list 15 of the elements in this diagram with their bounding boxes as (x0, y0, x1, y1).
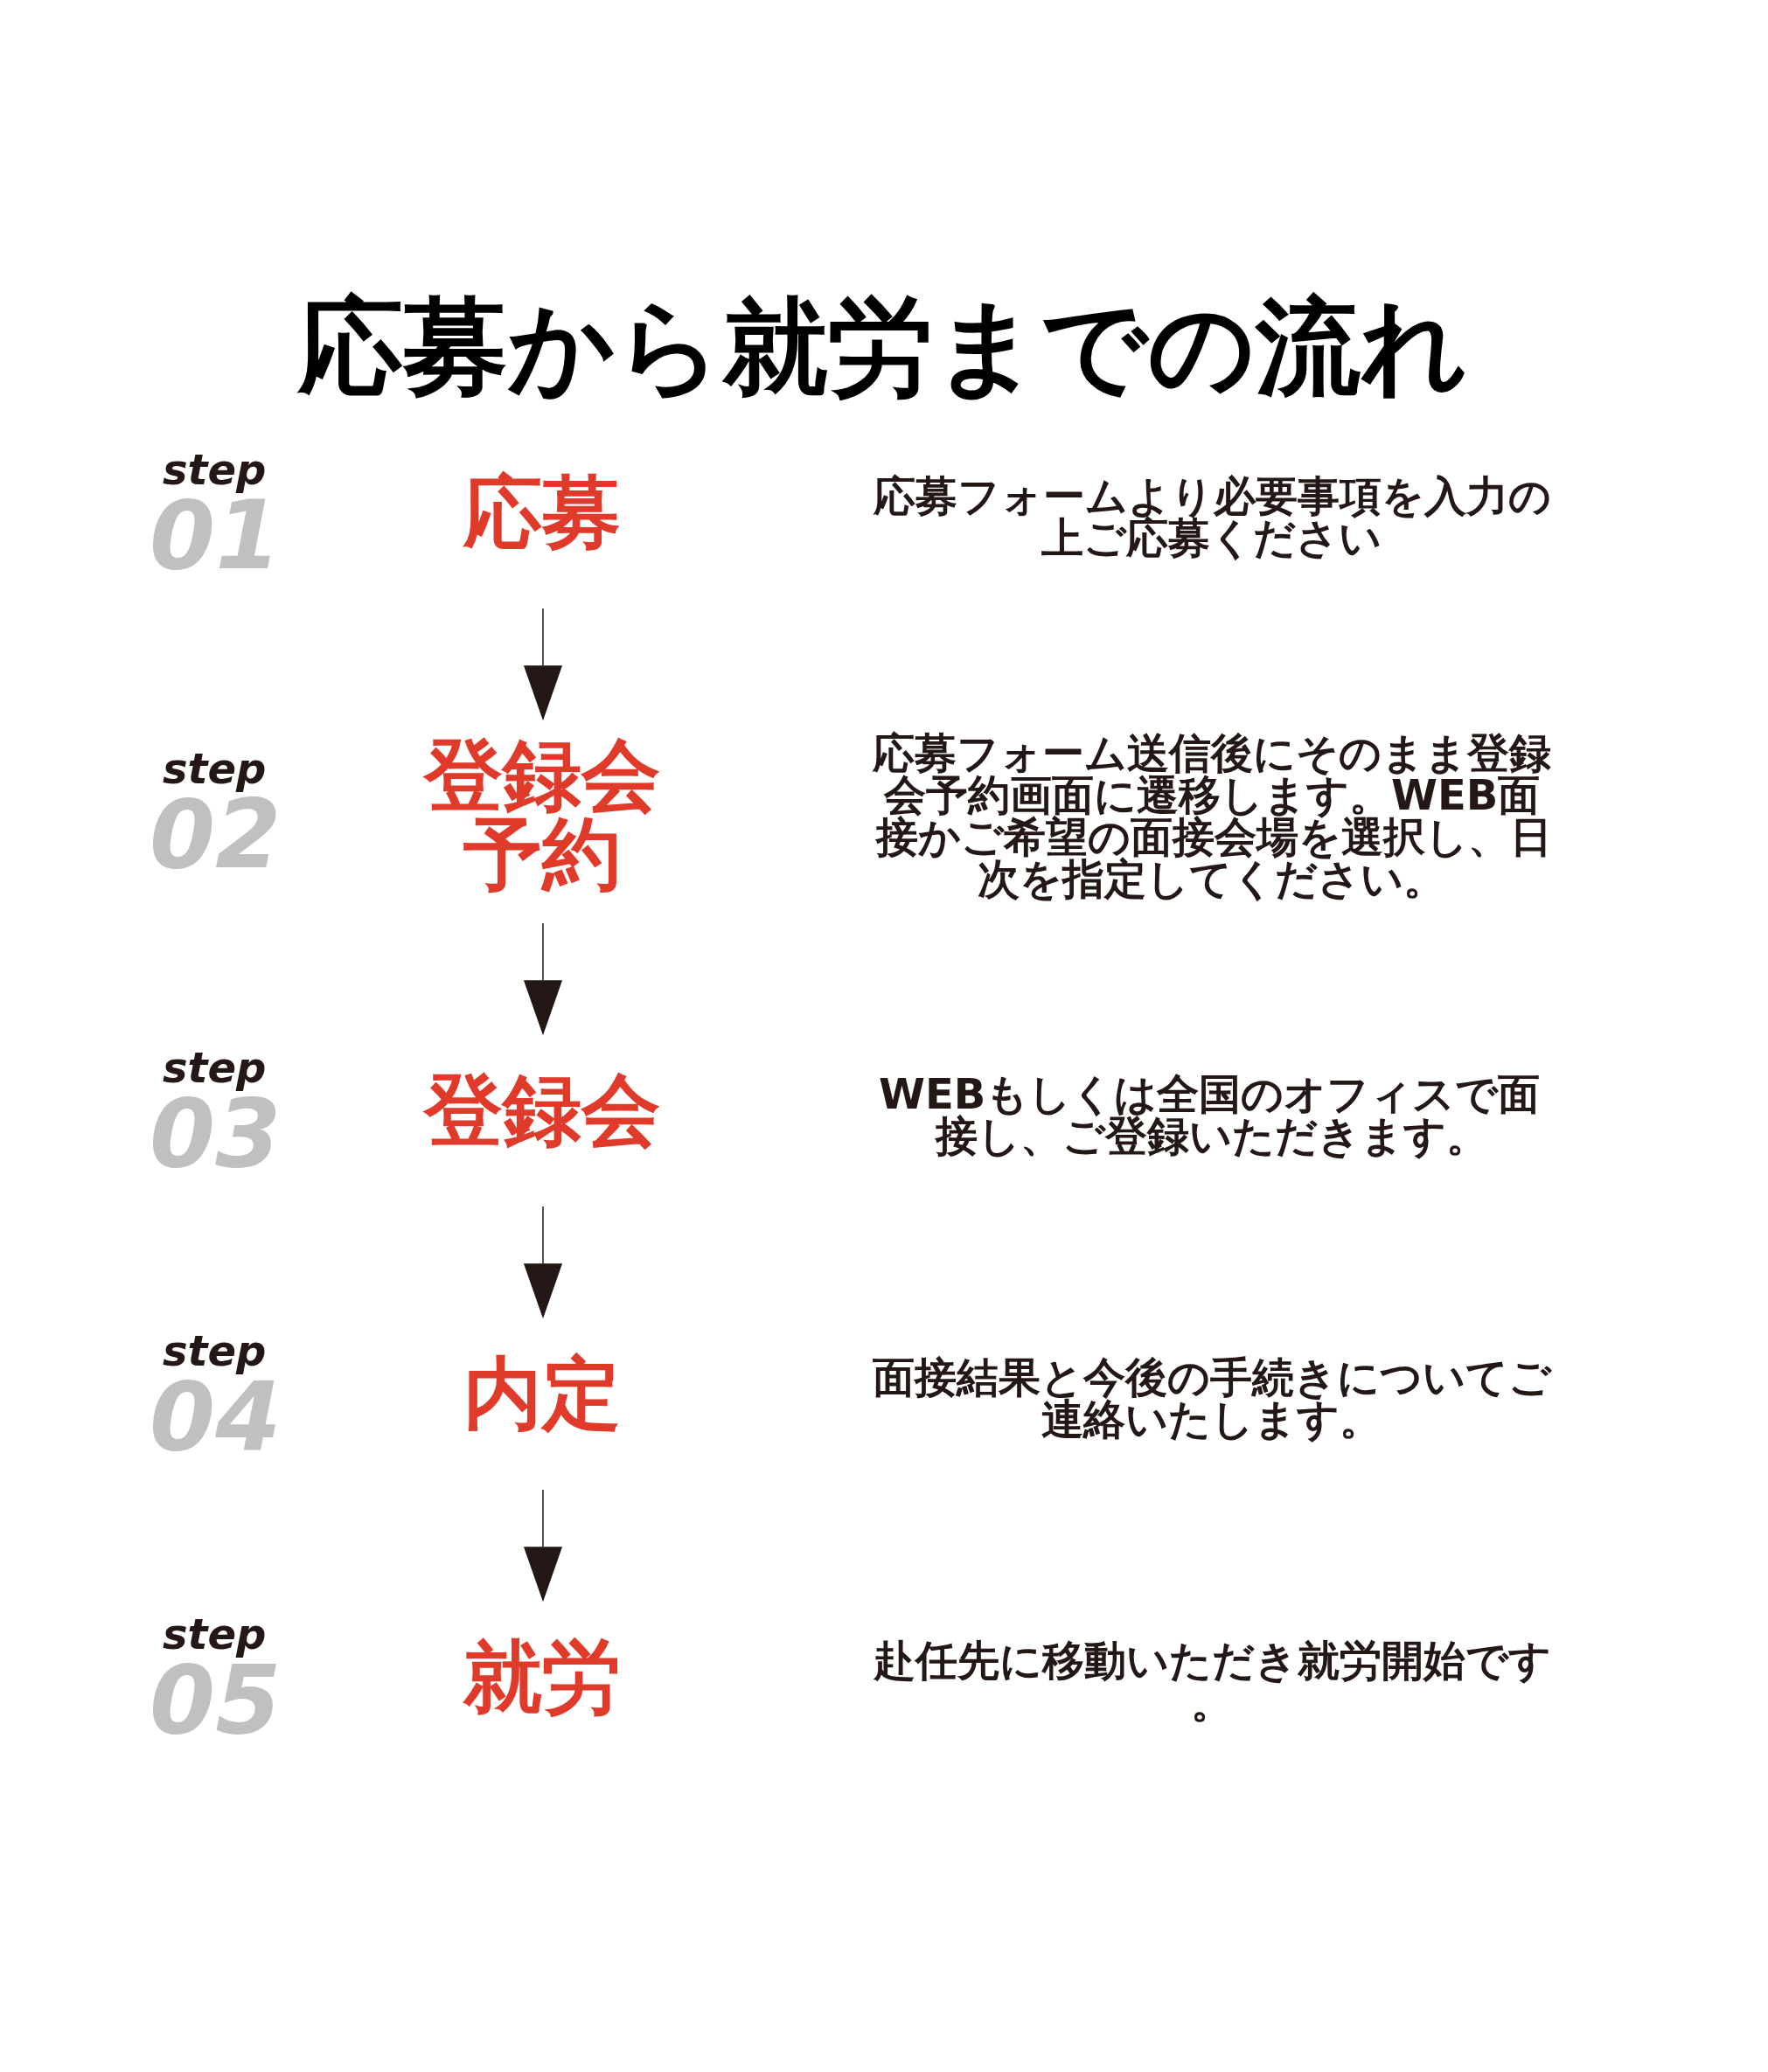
node-label: 面接結果と今後の手続きについてご連絡いたします。 (872, 1352, 1551, 1444)
node-label: WEBもしくは全国のオフィスで面接し、ご登録いただきます。 (879, 1069, 1541, 1161)
arrow (523, 1206, 563, 1319)
node-label: 赴任先に移動いただき就労開始です。 (874, 1636, 1551, 1728)
arrow (523, 608, 563, 721)
arrow (523, 922, 563, 1036)
node-text: 登録会 (423, 1063, 660, 1156)
node-text: 就労 (463, 1630, 621, 1722)
diagram-title: 応募から就労までの流れ (297, 286, 1468, 407)
node-text: 応募 (463, 465, 621, 558)
node-text: 登録会予約 (423, 729, 660, 900)
node-label: 応募フォーム送信後にそのまま登録会予約画面に遷移します。WEB面接かご希望の面接会場を選択し、日次を指定してください。 (872, 728, 1552, 904)
arrow (523, 1489, 563, 1603)
node-label: 応募フォームより必要事項を入力の上ご応募ください (874, 471, 1551, 563)
node-text: 内定 (463, 1346, 621, 1439)
